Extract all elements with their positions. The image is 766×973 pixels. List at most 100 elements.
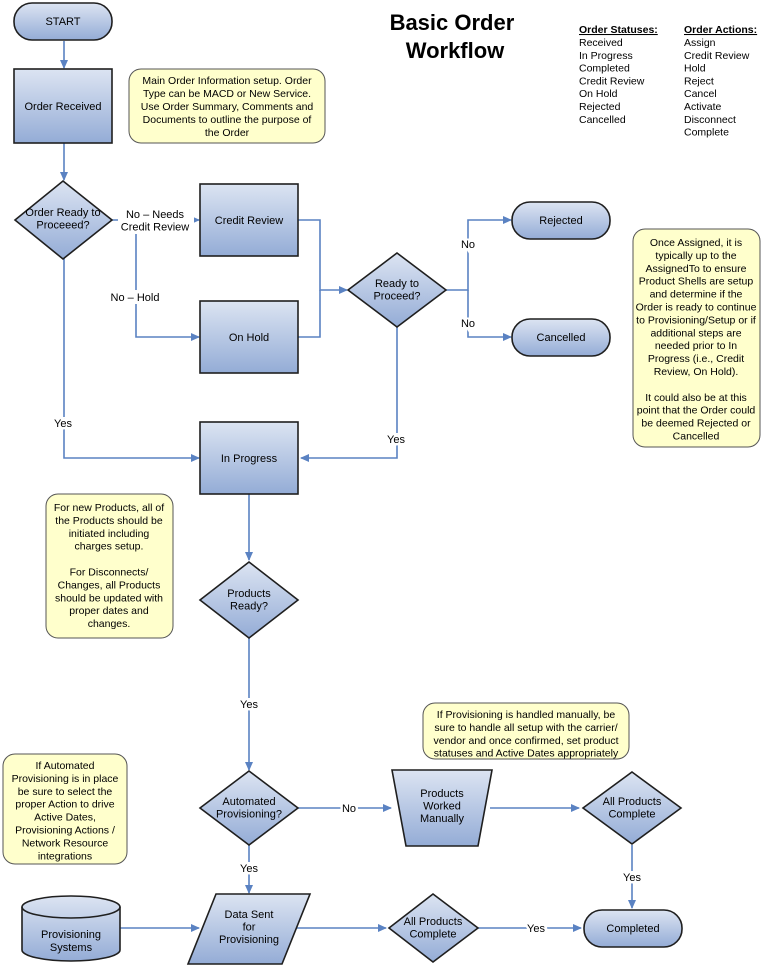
text-line: Once Assigned, it is	[650, 237, 742, 249]
text-line: START	[45, 16, 80, 28]
text-line: Rejected	[579, 101, 621, 113]
text-line: be sure to select the	[18, 786, 113, 798]
text-line: Provisioning Actions /	[15, 825, 115, 837]
label-no-rejected: No	[461, 239, 475, 251]
text-line: Credit Review	[121, 222, 190, 234]
text-line: All Products	[603, 796, 662, 808]
label-yes-automated: Yes	[240, 863, 258, 875]
text-line: Use Order Summary, Comments and	[141, 101, 314, 113]
text-line: Yes	[240, 863, 258, 875]
node-cancelled[interactable]: Cancelled	[511, 318, 611, 357]
text-line: Completed	[579, 63, 630, 75]
node-order-received-label: Order Received	[24, 101, 101, 113]
text-line: Worked	[423, 801, 461, 813]
text-line: Automated	[222, 796, 275, 808]
text-line: Disconnect	[684, 114, 736, 126]
legend-actions-heading: Order Actions:	[684, 24, 757, 36]
label-yes-ready-to-proceed: Yes	[387, 434, 405, 446]
text-line: the Order	[205, 127, 250, 139]
node-on-hold[interactable]: On Hold	[199, 300, 299, 374]
text-line: proper Action to drive	[15, 799, 114, 811]
edge-credit-to-rtp	[298, 219, 348, 294]
text-line: Proceeed?	[36, 220, 89, 232]
text-line: Cancelled	[537, 332, 586, 344]
text-line: On Hold	[579, 88, 618, 100]
text-line: Provisioning?	[216, 809, 282, 821]
text-line: Credit Review	[684, 50, 750, 62]
text-line: Yes	[527, 923, 545, 935]
text-line: Completed	[606, 923, 659, 935]
text-line: to Provisioning/Setup or if	[636, 314, 756, 326]
text-line: Provisioning	[219, 934, 279, 946]
text-line: initiated including	[69, 528, 150, 540]
text-line: vendor and once confirmed, set product	[433, 735, 618, 747]
text-line: Credit Review	[215, 215, 284, 227]
node-completed[interactable]: Completed	[583, 909, 683, 948]
text-line: No	[461, 239, 475, 251]
text-line: for	[243, 922, 256, 934]
text-line: Rejected	[539, 215, 582, 227]
text-line: Yes	[623, 872, 641, 884]
text-line: Network Resource	[22, 837, 109, 849]
text-line: Systems	[50, 942, 93, 954]
diagram-title: Basic Order Workflow	[390, 10, 521, 63]
text-line: In Progress	[579, 50, 633, 62]
text-line: Provisioning is in place	[12, 773, 119, 785]
text-line: Order Received	[24, 101, 101, 113]
text-line: Reject	[684, 75, 714, 87]
node-start-label: START	[45, 16, 80, 28]
text-line: Received	[579, 37, 623, 49]
node-rejected[interactable]: Rejected	[511, 201, 611, 240]
text-line: AssignedTo to ensure	[646, 263, 747, 275]
text-line: Credit Review	[579, 75, 645, 87]
text-line: Assign	[684, 37, 716, 49]
text-line: Products	[420, 788, 464, 800]
node-in-progress-label: In Progress	[221, 453, 278, 465]
node-start[interactable]: START	[13, 2, 113, 41]
label-yes-products-ready: Yes	[240, 699, 258, 711]
text-line: point that the Order could	[637, 405, 756, 417]
connectors	[60, 41, 636, 932]
text-line: Complete	[684, 127, 729, 139]
node-order-received[interactable]: Order Received	[13, 68, 113, 144]
node-in-progress[interactable]: In Progress	[199, 421, 299, 495]
text-line: and determine if the	[650, 289, 743, 301]
text-line: Order is ready to continue	[636, 302, 757, 314]
label-yes-order-ready: Yes	[54, 418, 72, 430]
node-credit-review[interactable]: Credit Review	[199, 183, 299, 257]
text-line: No	[342, 803, 356, 815]
edge-ready-to-hold	[135, 220, 200, 341]
text-line: charges setup.	[75, 541, 144, 553]
text-line: No – Needs	[126, 209, 185, 221]
text-line: changes.	[88, 618, 131, 630]
text-line: Cancelled	[673, 431, 720, 443]
text-line: Order Ready to	[25, 207, 100, 219]
text-line: Ready to	[375, 278, 419, 290]
label-yes-all-complete-bottom: Yes	[527, 923, 545, 935]
text-line: Manually	[420, 813, 465, 825]
text-line: Product Shells are setup	[639, 276, 754, 288]
